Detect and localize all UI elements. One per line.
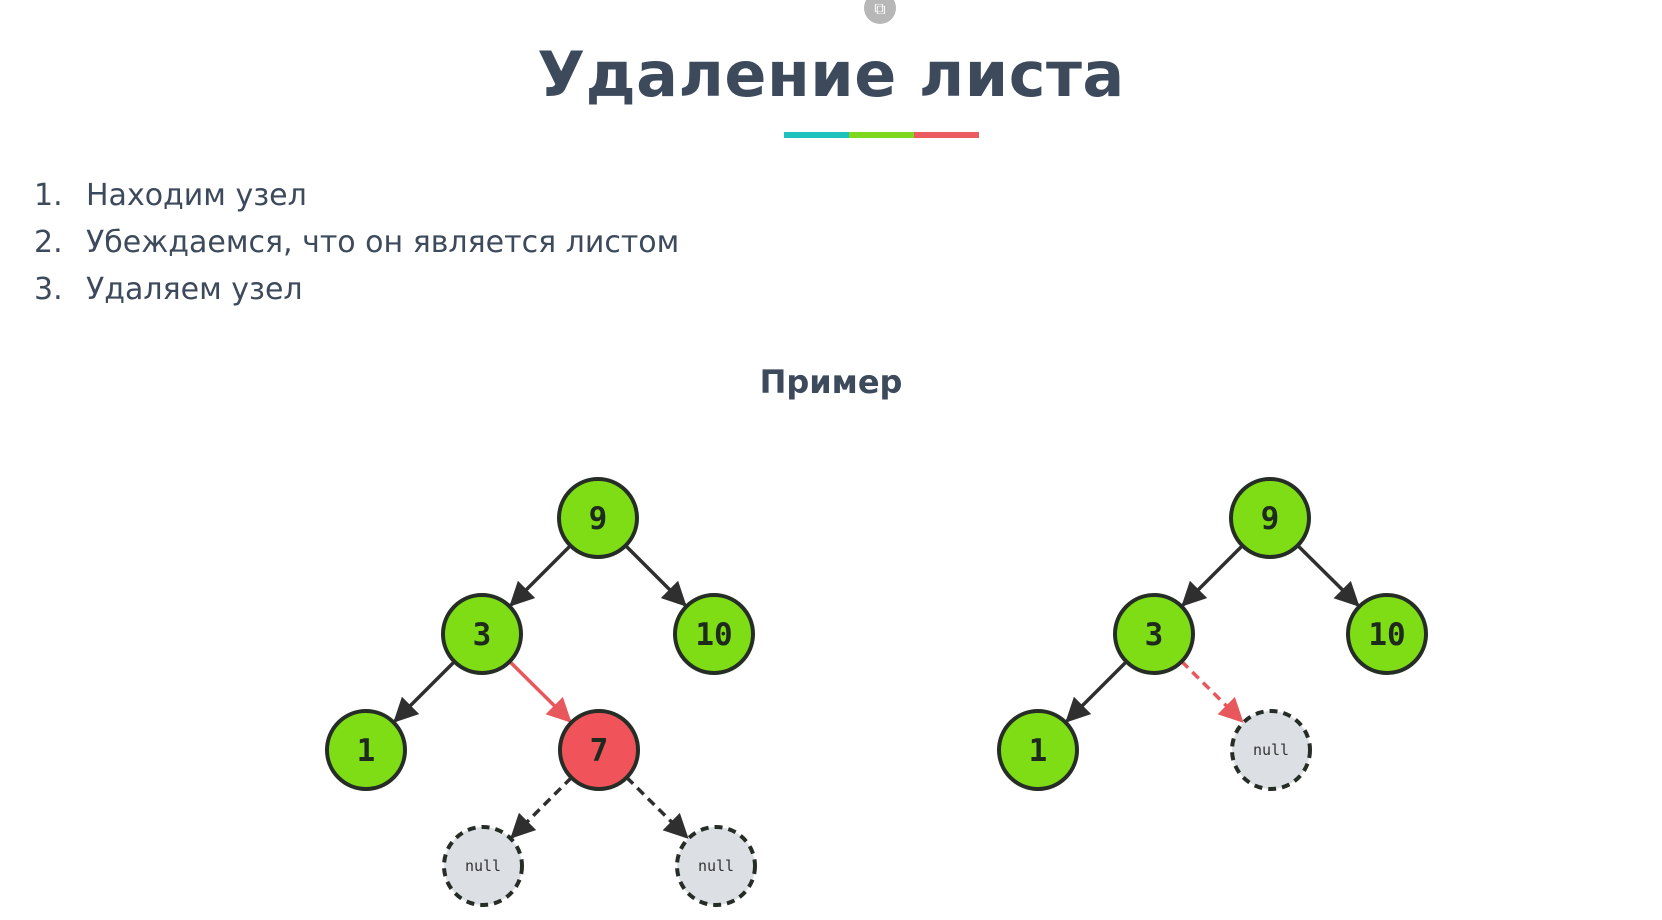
node-label: 7 (590, 733, 609, 769)
before-node-10: 10 (673, 593, 755, 675)
after-node-null: null (1230, 709, 1312, 791)
after-edge-m9-m10 (1296, 544, 1360, 607)
title-underline (784, 132, 979, 138)
before-edge-n3-n7 (508, 660, 572, 723)
step-text: Убеждаемся, что он является листом (86, 225, 680, 260)
step-number: 1. (34, 178, 63, 213)
node-label: 3 (1145, 617, 1164, 653)
node-label: 1 (357, 733, 376, 769)
node-circle (558, 709, 640, 791)
after-node-3: 3 (1113, 593, 1195, 675)
node-label: 1 (1029, 733, 1048, 769)
node-label: 9 (589, 501, 608, 537)
example-heading: Пример (759, 363, 903, 401)
node-label: 10 (695, 617, 732, 653)
after-edge-m3-m1 (1065, 660, 1128, 723)
node-label: null (465, 857, 501, 875)
step-item: 2. Убеждаемся, что он является листом (34, 219, 679, 266)
slide-title: Удаление листа (537, 38, 1125, 111)
step-item: 1. Находим узел (34, 172, 679, 219)
underline-segment-teal (784, 132, 849, 138)
step-text: Находим узел (86, 178, 307, 213)
underline-segment-red (914, 132, 979, 138)
after-node-9: 9 (1229, 477, 1311, 559)
before-edge-n7-nnA (510, 776, 573, 839)
steps-list: 1. Находим узел 2. Убеждаемся, что он яв… (34, 172, 679, 313)
node-circle (441, 593, 523, 675)
before-node-7: 7 (558, 709, 640, 791)
before-node-9: 9 (557, 477, 639, 559)
node-circle (673, 593, 755, 675)
node-circle (1113, 593, 1195, 675)
after-node-1: 1 (997, 709, 1079, 791)
step-number: 3. (34, 272, 63, 307)
node-circle (997, 709, 1079, 791)
before-edge-n9-n10 (624, 544, 687, 607)
edges-layer (393, 544, 1360, 839)
node-circle (675, 825, 757, 907)
node-circle (557, 477, 639, 559)
after-edge-m3-mnA (1180, 660, 1244, 723)
node-label: null (1253, 741, 1289, 759)
step-item: 3. Удаляем узел (34, 266, 679, 313)
after-edge-m9-m3 (1181, 544, 1244, 607)
before-node-3: 3 (441, 593, 523, 675)
step-text: Удаляем узел (86, 272, 303, 307)
before-edge-n3-n1 (393, 660, 456, 723)
step-number: 2. (34, 225, 63, 260)
underline-segment-green (849, 132, 914, 138)
node-circle (325, 709, 407, 791)
before-node-null: null (675, 825, 757, 907)
node-circle (1230, 709, 1312, 791)
node-circle (442, 825, 524, 907)
node-label: 10 (1368, 617, 1405, 653)
after-node-10: 10 (1346, 593, 1428, 675)
before-edge-n9-n3 (509, 544, 572, 607)
node-label: null (698, 857, 734, 875)
node-label: 3 (473, 617, 492, 653)
node-circle (1346, 593, 1428, 675)
external-link-icon[interactable]: ⧉ (864, 0, 896, 24)
node-circle (1229, 477, 1311, 559)
before-edge-n7-nnB (625, 776, 689, 839)
before-node-null: null (442, 825, 524, 907)
node-label: 9 (1261, 501, 1280, 537)
before-node-1: 1 (325, 709, 407, 791)
